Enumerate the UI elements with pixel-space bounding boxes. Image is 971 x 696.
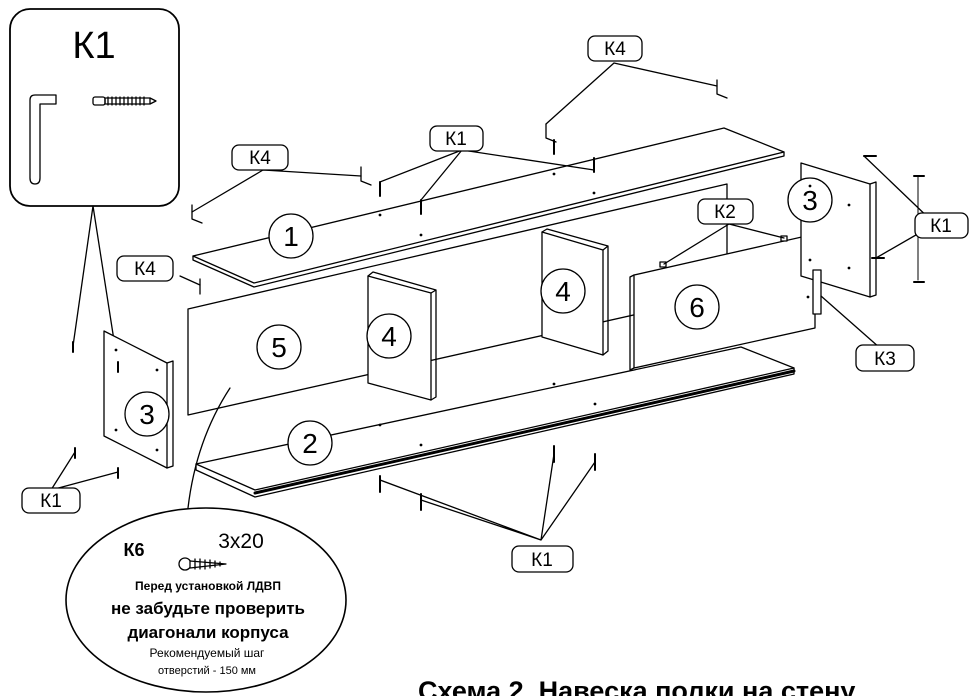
callout-k4-upper-left-label: К4 xyxy=(249,148,271,169)
callout-k1-top-label: К1 xyxy=(445,129,467,150)
callout-k2 xyxy=(697,198,754,225)
part-number-3-right: 3 xyxy=(802,185,818,216)
part-circle-2 xyxy=(287,420,333,466)
part-number-1: 1 xyxy=(283,221,299,252)
part-number-4-right: 4 xyxy=(555,276,571,307)
part-circle-6 xyxy=(674,284,720,330)
part-circle-1 xyxy=(268,213,314,259)
bracket-k4-icon xyxy=(191,79,728,224)
hinge-icon xyxy=(659,261,667,268)
callout-k1-right xyxy=(914,212,969,239)
note-line2: не забудьте проверить xyxy=(111,599,305,618)
note-line3: диагонали корпуса xyxy=(127,623,289,642)
leader-k1-bottom xyxy=(379,453,596,541)
confirmat-screw-icon xyxy=(92,96,157,106)
leader-panel-note xyxy=(187,387,231,509)
callout-k4-upper-left xyxy=(231,144,289,171)
figure-caption: Схема 2. Навеска полки на стену xyxy=(418,676,856,696)
callout-k1-bottom xyxy=(511,545,574,573)
callout-k1-bottom-left-label: К1 xyxy=(40,491,62,512)
hex-key-icon xyxy=(29,94,57,185)
leader-k1-bottom-left xyxy=(50,451,119,491)
callout-k4-top-label: К4 xyxy=(604,39,626,60)
callout-k2-label: К2 xyxy=(714,202,736,223)
callout-k3 xyxy=(855,344,915,372)
note-size: 3х20 xyxy=(218,530,264,553)
callout-k4-top xyxy=(587,35,643,62)
leader-k4-top xyxy=(545,62,718,125)
note-line5: отверстий - 150 мм xyxy=(158,665,256,677)
leader-k1-top xyxy=(379,149,595,201)
callout-k4-left xyxy=(116,255,174,282)
note-ellipse xyxy=(65,507,347,693)
part-circle-4-right xyxy=(540,268,586,314)
part-circle-4-center xyxy=(366,313,412,359)
part-number-6: 6 xyxy=(689,292,705,323)
callout-k1-right-label: К1 xyxy=(930,216,952,237)
leader-k3 xyxy=(820,295,881,349)
handle-k3-icon xyxy=(812,269,822,315)
note-code: К6 xyxy=(124,540,145,560)
part-circle-3-left xyxy=(124,391,170,437)
part-number-2: 2 xyxy=(302,428,318,459)
callout-k4-left-label: К4 xyxy=(134,259,156,280)
leader-k2 xyxy=(663,223,785,265)
part-circle-3-right xyxy=(787,177,833,223)
callout-k3-label: К3 xyxy=(874,349,896,370)
note-line1: Перед установкой ЛДВП xyxy=(135,579,281,593)
leader-k4-upper-left xyxy=(191,169,362,213)
panel-1-edge xyxy=(192,151,785,288)
screw-k6-icon xyxy=(178,557,227,571)
part-number-5: 5 xyxy=(271,332,287,363)
leader-k1-right xyxy=(863,155,936,259)
callout-k1-bottom-label: К1 xyxy=(531,550,553,571)
leader-k4-left xyxy=(179,275,201,286)
panel-6-door xyxy=(633,233,816,369)
part-circle-5 xyxy=(256,324,302,370)
hole-dots xyxy=(114,172,851,452)
part-number-3-left: 3 xyxy=(139,399,155,430)
note-line4: Рекомендуемый шаг xyxy=(150,646,266,660)
kit-box-k1 xyxy=(9,8,180,207)
callout-k1-top xyxy=(429,125,484,152)
callout-k1-bottom-left xyxy=(21,487,81,514)
kit-box-label: К1 xyxy=(72,25,115,67)
part-number-4-center: 4 xyxy=(381,321,397,352)
